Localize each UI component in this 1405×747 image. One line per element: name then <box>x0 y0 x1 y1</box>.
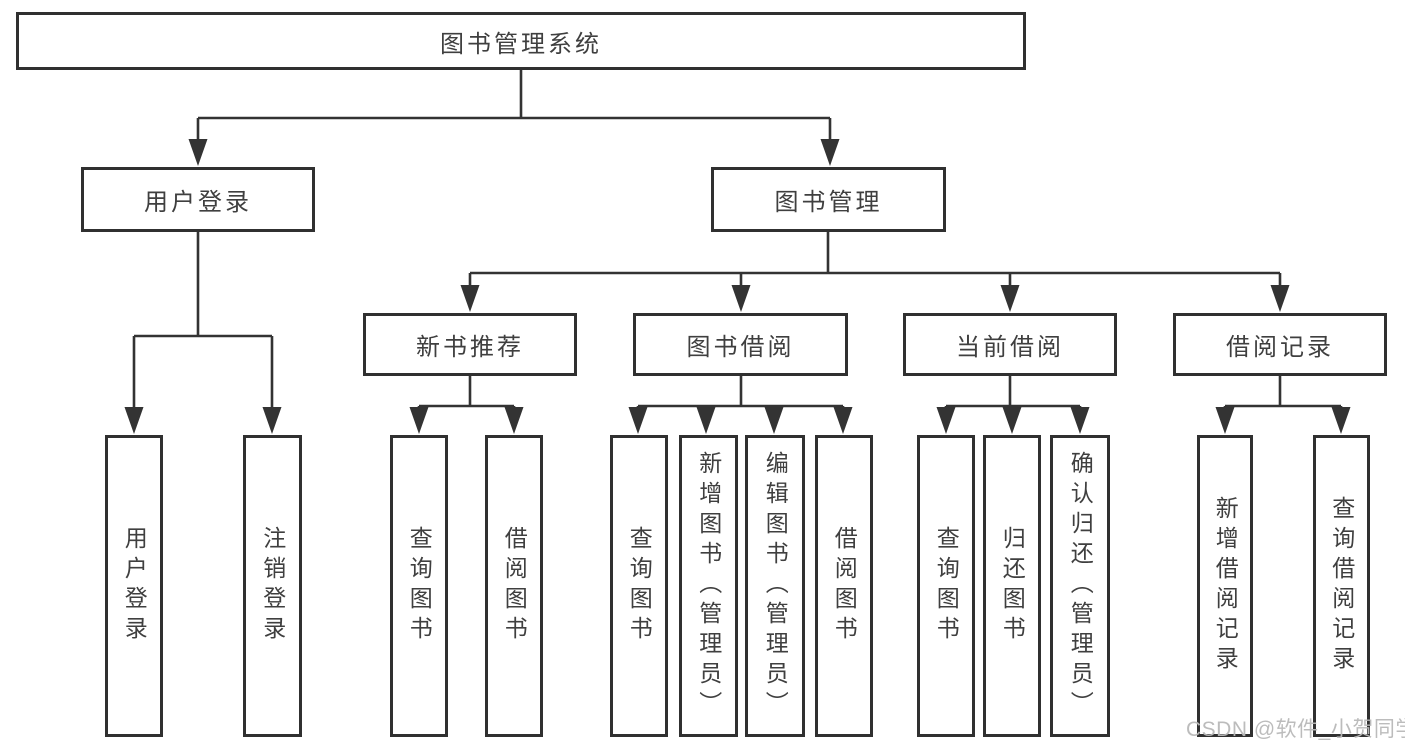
leaf-confirm-return-admin: 确认归还（管理员） <box>1050 435 1110 737</box>
leaf-borrow-books-label: 借阅图书 <box>831 526 858 646</box>
leaf-add-books-admin: 新增图书（管理员） <box>679 435 738 737</box>
leaf-query-books-borrow-label: 查询图书 <box>626 526 653 646</box>
leaf-return-books: 归还图书 <box>983 435 1041 737</box>
leaf-borrow-books: 借阅图书 <box>815 435 873 737</box>
watermark: CSDN @软件_小贺同学 <box>1186 718 1405 741</box>
leaf-query-books-recommend: 查询图书 <box>390 435 448 737</box>
leaf-query-books-current-label: 查询图书 <box>933 526 960 646</box>
leaf-edit-books-admin: 编辑图书（管理员） <box>745 435 805 737</box>
leaf-borrow-books-recommend-label: 借阅图书 <box>501 526 528 646</box>
leaf-logout: 注销登录 <box>243 435 302 737</box>
leaf-edit-books-admin-label: 编辑图书（管理员） <box>762 451 789 721</box>
leaf-add-borrow-record-label: 新增借阅记录 <box>1212 496 1239 676</box>
leaf-confirm-return-admin-label: 确认归还（管理员） <box>1067 451 1094 721</box>
leaf-borrow-books-recommend: 借阅图书 <box>485 435 543 737</box>
node-book-borrowing: 图书借阅 <box>633 313 848 376</box>
leaf-query-books-current: 查询图书 <box>917 435 975 737</box>
leaf-query-books-recommend-label: 查询图书 <box>406 526 433 646</box>
leaf-user-login-label: 用户登录 <box>121 526 148 646</box>
node-root: 图书管理系统 <box>16 12 1026 70</box>
node-book-management: 图书管理 <box>711 167 946 232</box>
node-current-borrowing: 当前借阅 <box>903 313 1117 376</box>
leaf-user-login: 用户登录 <box>105 435 163 737</box>
node-new-book-recommend: 新书推荐 <box>363 313 577 376</box>
leaf-query-borrow-record: 查询借阅记录 <box>1313 435 1370 737</box>
leaf-query-books-borrow: 查询图书 <box>610 435 668 737</box>
leaf-query-borrow-record-label: 查询借阅记录 <box>1328 496 1355 676</box>
node-borrow-records: 借阅记录 <box>1173 313 1387 376</box>
leaf-logout-label: 注销登录 <box>259 526 286 646</box>
leaf-add-borrow-record: 新增借阅记录 <box>1197 435 1253 737</box>
leaf-add-books-admin-label: 新增图书（管理员） <box>695 451 722 721</box>
node-user-login: 用户登录 <box>81 167 315 232</box>
leaf-return-books-label: 归还图书 <box>999 526 1026 646</box>
